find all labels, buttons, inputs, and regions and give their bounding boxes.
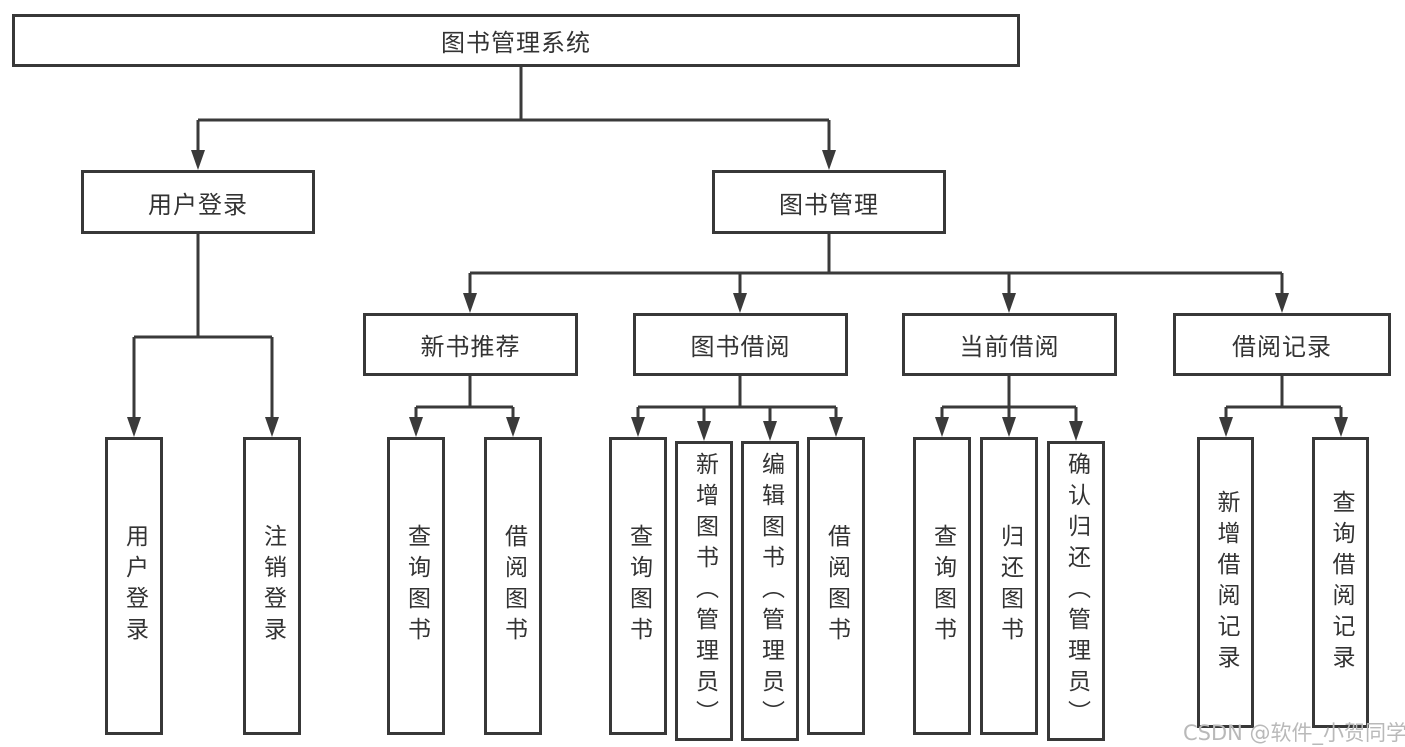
node-label: 图书管理系统 <box>441 29 591 57</box>
node-label: 查询图书 <box>403 524 430 648</box>
arrowhead <box>127 417 141 437</box>
node-label: 图书借阅 <box>690 333 791 361</box>
leaf-borrowing-borrow-books: 借阅图书 <box>807 437 865 735</box>
arrowhead <box>1002 293 1016 313</box>
arrowhead <box>191 150 205 170</box>
arrowhead <box>265 417 279 437</box>
node-label: 编辑图书（管理员） <box>757 451 784 731</box>
arrowhead <box>1334 417 1348 437</box>
arrowhead <box>822 150 836 170</box>
leaf-confirm-return-admin: 确认归还（管理员） <box>1047 441 1105 741</box>
node-label: 查询图书 <box>929 524 956 648</box>
arrowhead <box>829 417 843 437</box>
node-library-management-system: 图书管理系统 <box>12 14 1020 67</box>
leaf-recommend-query-books: 查询图书 <box>387 437 445 735</box>
leaf-add-book-admin: 新增图书（管理员） <box>675 441 733 741</box>
leaf-logout: 注销登录 <box>243 437 301 735</box>
connector-borrowing-records-children <box>1224 376 1343 419</box>
node-label: 归还图书 <box>996 524 1023 648</box>
node-label: 借阅图书 <box>823 524 850 648</box>
arrowhead <box>935 417 949 437</box>
node-label: 当前借阅 <box>959 333 1060 361</box>
arrowhead <box>463 293 477 313</box>
arrowhead <box>409 417 423 437</box>
arrowhead <box>631 417 645 437</box>
node-label: 借阅图书 <box>500 524 527 648</box>
node-label: 用户登录 <box>148 190 248 219</box>
leaf-add-borrow-record: 新增借阅记录 <box>1197 437 1254 728</box>
node-label: 新书推荐 <box>420 333 521 361</box>
arrowhead <box>733 293 747 313</box>
connector-current-borrowing-children <box>940 376 1078 423</box>
node-book-borrowing: 图书借阅 <box>633 313 848 376</box>
node-new-book-recommendation: 新书推荐 <box>363 313 578 376</box>
node-label: 图书管理 <box>779 190 879 219</box>
arrowhead <box>506 417 520 437</box>
leaf-recommend-borrow-books: 借阅图书 <box>484 437 542 735</box>
watermark: CSDN @软件_小贺同学 <box>1183 721 1405 745</box>
node-user-login: 用户登录 <box>81 170 315 234</box>
arrowhead <box>1275 293 1289 313</box>
connector-book-borrowing-children <box>636 376 838 423</box>
node-label: 借阅记录 <box>1232 333 1332 361</box>
node-book-management: 图书管理 <box>712 170 946 234</box>
leaf-user-login: 用户登录 <box>105 437 163 735</box>
connector-user-login-children <box>132 234 274 419</box>
node-label: 查询借阅记录 <box>1328 489 1354 676</box>
leaf-borrowing-query-books: 查询图书 <box>609 437 667 735</box>
arrowhead <box>1219 417 1233 437</box>
leaf-query-borrow-record: 查询借阅记录 <box>1312 437 1369 728</box>
leaf-current-query-books: 查询图书 <box>913 437 971 735</box>
node-label: 新增图书（管理员） <box>691 451 718 731</box>
node-label: 新增借阅记录 <box>1213 489 1239 676</box>
arrowhead <box>697 421 711 441</box>
node-label: 查询图书 <box>625 524 652 648</box>
connector-book-management-children <box>468 234 1284 295</box>
node-label: 用户登录 <box>121 524 148 648</box>
node-label: 注销登录 <box>259 524 286 648</box>
node-label: 确认归还（管理员） <box>1063 451 1090 731</box>
arrowhead <box>1069 421 1083 441</box>
node-borrowing-records: 借阅记录 <box>1173 313 1391 376</box>
arrowhead <box>763 421 777 441</box>
connector-root-to-level1 <box>196 67 831 152</box>
leaf-edit-book-admin: 编辑图书（管理员） <box>741 441 799 741</box>
connector-new-book-children <box>414 376 515 419</box>
arrowhead <box>1002 417 1016 437</box>
node-current-borrowing: 当前借阅 <box>902 313 1117 376</box>
leaf-return-book: 归还图书 <box>980 437 1038 735</box>
